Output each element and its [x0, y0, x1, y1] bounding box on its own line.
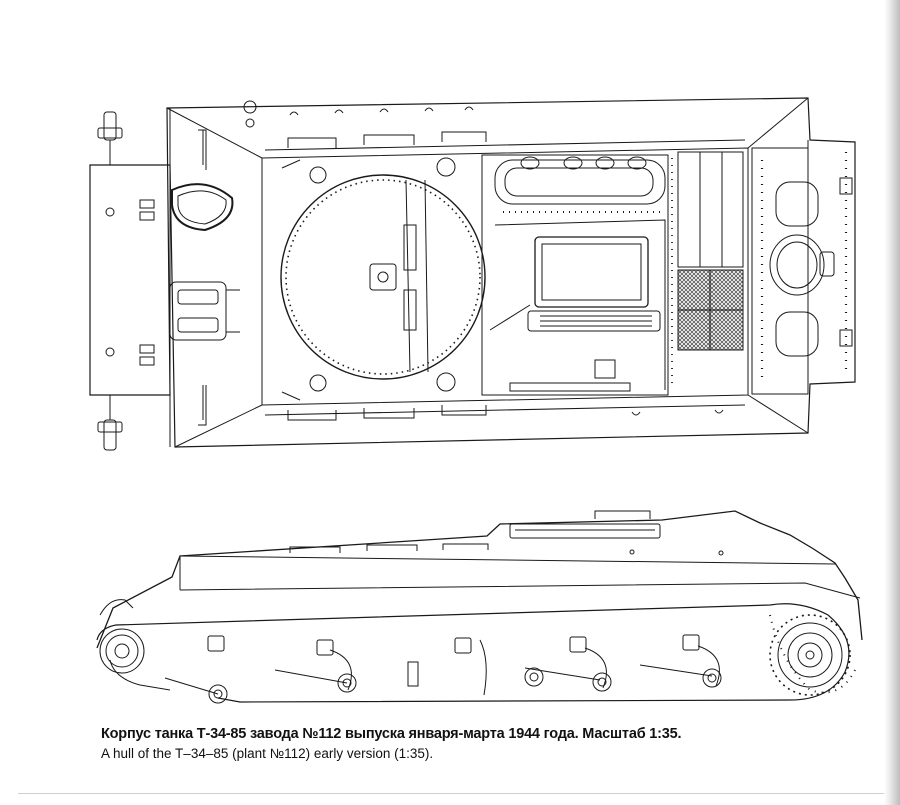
rear-drive-wheel [769, 614, 851, 696]
front-tow-hook-upper [97, 111, 123, 165]
hull-top-view [89, 97, 856, 451]
front-idler [99, 628, 145, 674]
hull-side-view [96, 510, 863, 704]
hull-outline-side [96, 510, 863, 649]
bottom-rule [18, 793, 884, 794]
front-tow-hook-lower [97, 395, 123, 451]
rear-plate [751, 147, 853, 395]
caption-russian: Корпус танка Т-34-85 завода №112 выпуска… [101, 726, 682, 742]
caption-english: A hull of the T–34–85 (plant №112) early… [101, 746, 434, 761]
side-handrails [289, 510, 724, 556]
suspension-units [164, 634, 722, 704]
top-handrails [198, 129, 487, 426]
hull-mg-mount [169, 281, 240, 341]
driver-hatch [171, 183, 234, 232]
track-run [96, 603, 850, 703]
engine-deck [481, 154, 669, 396]
turret-area-fittings [281, 157, 456, 401]
page-edge-shadow [884, 0, 900, 805]
fender-eyes [243, 100, 724, 416]
rear-grille [677, 151, 744, 351]
side-louver [509, 523, 661, 539]
turret-ring [280, 174, 486, 380]
front-fittings [105, 130, 204, 420]
rivets-top [503, 152, 848, 388]
